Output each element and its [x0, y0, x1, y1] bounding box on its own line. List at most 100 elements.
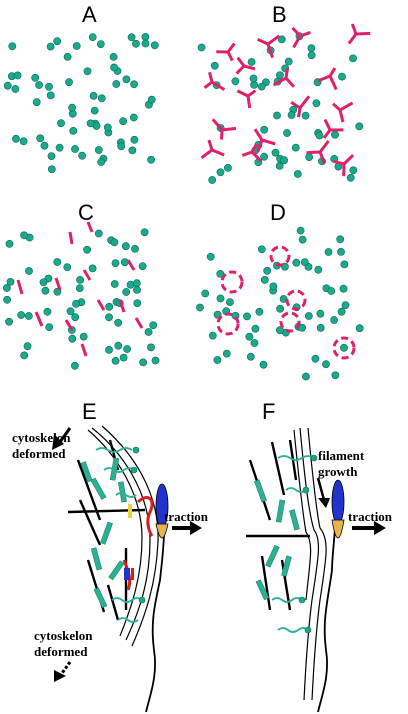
panel-b-particle: [247, 58, 256, 66]
panel-a-particle: [132, 39, 140, 48]
panel-b-particle: [271, 148, 280, 157]
panel-f-particle: [304, 626, 312, 634]
panel-f-particle: [310, 454, 318, 462]
panel-a-particle: [32, 98, 41, 107]
panel-b-particle: [250, 81, 258, 89]
panel-c-particle: [66, 307, 75, 316]
panel-b-particle: [284, 57, 293, 66]
panel-e-filament: [78, 499, 102, 546]
panel-label-b: B: [272, 2, 287, 27]
panel-b-branch-arm: [226, 42, 236, 53]
panel-a-particle: [12, 134, 20, 143]
panel-c-particle: [147, 343, 155, 352]
panel-c-filament: [54, 277, 62, 291]
panel-c-filament: [34, 311, 44, 327]
panel-b-branch-arm: [261, 138, 276, 146]
panel-b-particle: [257, 82, 266, 91]
panel-b-particle: [210, 61, 219, 70]
panel-a-particle: [130, 80, 138, 89]
panel-b-branch-arm: [226, 51, 234, 62]
panel-e-teal-bar: [90, 547, 103, 571]
panel-d-particle: [316, 323, 325, 332]
panel-e-teal-bar: [118, 481, 127, 503]
panel-d-particle: [300, 258, 309, 266]
panel-b-particle: [277, 35, 286, 44]
panel-c-filament: [64, 319, 74, 331]
panel-e-membrane-inner: [87, 429, 143, 637]
panel-b-branch-arm: [317, 74, 331, 83]
panel-c-particle: [43, 307, 52, 316]
panel-b-branch: [333, 154, 355, 177]
panel-c-particle: [5, 239, 14, 248]
panel-d-particle: [201, 289, 210, 298]
panel-a-particle: [47, 152, 56, 160]
panel-a-particle: [53, 37, 62, 46]
panel-b-branch: [200, 139, 225, 160]
panel-b-particle: [315, 131, 324, 140]
panel-d-ring: [332, 336, 356, 360]
panel-a-particle: [128, 146, 137, 155]
panel-b-particle: [349, 166, 358, 175]
panel-e-teal-bar: [100, 521, 113, 545]
panel-a-particle: [117, 142, 126, 151]
panel-c-particle: [94, 229, 103, 238]
panel-a-particle: [36, 134, 45, 143]
panel-c-particle: [144, 328, 153, 336]
panel-b-particle: [223, 163, 232, 172]
panel-b-branch-arm: [211, 148, 225, 157]
panel-e-linker: [117, 617, 139, 623]
panel-d-particle: [298, 235, 307, 244]
panel-b-particle: [305, 153, 314, 161]
panel-b-branch-arm: [203, 80, 213, 89]
panel-d-ring: [220, 270, 244, 294]
panel-e-deformed-label-bottom-2: deformed: [34, 644, 88, 659]
panel-c-particle: [6, 277, 15, 286]
panel-c-particle: [122, 288, 131, 296]
panel-b-branch: [272, 68, 295, 88]
panel-b-branch-arm: [267, 34, 281, 46]
panel-c-particle: [20, 231, 28, 240]
panel-c-filament: [82, 269, 92, 281]
panel-b-branch-arm: [355, 31, 371, 36]
panel-d-particle: [355, 324, 364, 333]
panel-e-deformed-label-top-2: deformed: [12, 446, 66, 461]
panel-b-particle: [338, 72, 346, 81]
panel-f-teal-bar: [255, 579, 270, 601]
panel-d-particle: [322, 360, 330, 369]
panel-e-adhesion-tan: [155, 523, 169, 539]
panel-f-linker: [285, 487, 307, 493]
panel-b-branch-arm: [323, 118, 332, 131]
panel-d-particle: [222, 349, 231, 358]
panel-b-branch-arm: [236, 56, 246, 67]
panel-d-ring: [285, 289, 307, 311]
panel-b-branch: [236, 89, 257, 109]
panel-b-particle: [283, 129, 291, 137]
panel-f-teal-bar: [275, 499, 286, 523]
panel-c-particle: [133, 285, 141, 294]
panel-c-particle: [17, 311, 26, 319]
panel-c-particle: [138, 262, 147, 271]
panel-f-teal-bar: [265, 544, 280, 568]
panel-d-particle: [330, 316, 338, 324]
panel-b-branch-arm: [333, 159, 345, 166]
panel-e-teal-bar: [93, 587, 108, 609]
panel-c-particle: [3, 284, 11, 292]
panel-c-particle: [114, 318, 122, 327]
panel-label-a: A: [82, 2, 97, 27]
panel-a-particle: [46, 91, 55, 100]
panel-e-red-mark: [131, 568, 134, 580]
panel-b-branch-arm: [347, 33, 358, 45]
panel-b-branch-arm: [246, 95, 252, 109]
panel-f-traction-label: traction: [348, 509, 393, 524]
panel-c-particle: [72, 299, 80, 308]
panel-b-particle: [216, 168, 225, 177]
panel-d-particle: [331, 371, 340, 380]
panel-c-particle: [110, 238, 119, 247]
panel-c-particle: [149, 321, 158, 330]
panel-c-particle: [53, 258, 62, 266]
panel-a-particle: [96, 40, 105, 48]
panel-e-linker: [95, 447, 133, 453]
panel-b-branch: [306, 140, 330, 165]
panel-a-particle: [78, 151, 86, 160]
panel-b-branch-arm: [241, 150, 253, 157]
